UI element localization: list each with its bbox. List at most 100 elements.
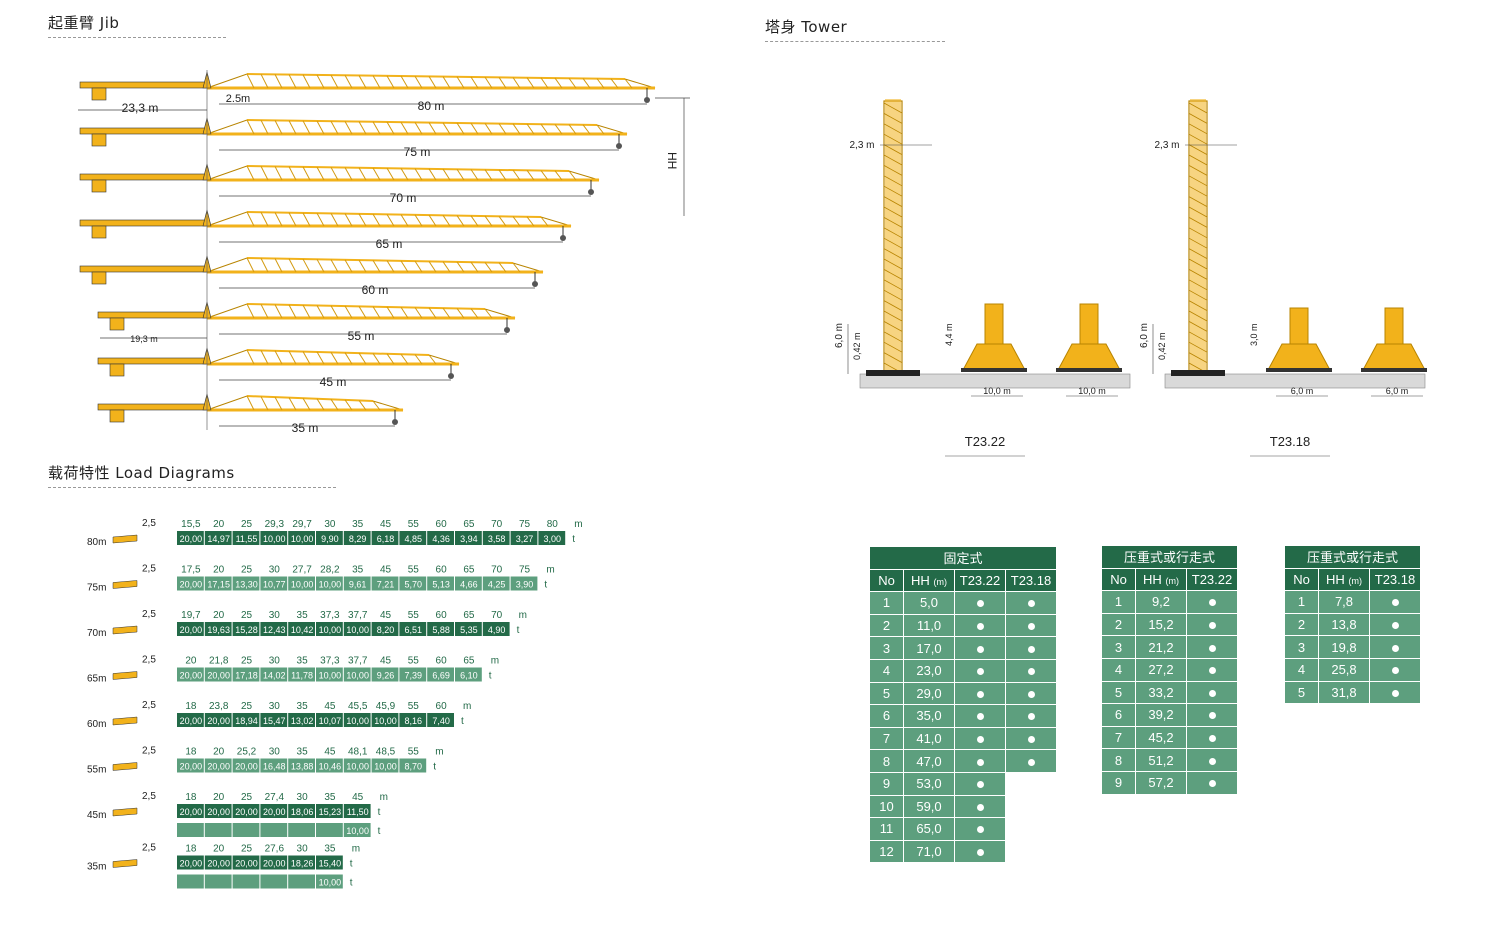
jib-7: 35 m [97,393,404,435]
radius-value: 23,8 [209,701,229,712]
radius-value: 70 [491,610,503,621]
available-dot-icon [976,803,984,811]
radius-value: 45,5 [348,701,368,712]
truss-lacing [246,395,255,411]
load-cell [482,622,510,636]
load-value: 7,21 [377,580,395,590]
col-t2318: T23.18 [1369,567,1421,592]
base-plate [961,368,1027,372]
truss-lacing [274,212,283,227]
start-radius: 2,5 [142,791,156,802]
counter-jib [79,219,208,227]
mast-lacing [883,217,903,228]
mast-lacing [1188,165,1208,176]
crane-icon [112,807,138,817]
truss-lacing [540,123,549,135]
table-cell: 3 [1101,635,1136,659]
mast-lacing [883,310,903,322]
load-value: 11,55 [236,534,258,544]
load-cell [288,758,315,773]
mast-lacing [1188,289,1208,301]
available-dot-icon [976,758,984,766]
radius-value: 20 [213,792,225,803]
load-value-2: 10,00 [319,878,342,888]
mast-lacing [883,175,903,187]
unit-m: m [352,844,360,855]
load-cell [399,622,427,636]
load-cell [343,667,371,682]
availability-cell [1186,590,1238,614]
availability-cell [1006,772,1057,795]
truss-lacing [400,75,409,89]
radius-value: 25 [241,519,253,530]
ballast-height-label: 3,0 m [1249,323,1259,346]
availability-cell [954,591,1006,615]
load-cell [204,758,232,773]
available-dot-icon [1391,667,1399,675]
truss-lacing [330,74,339,89]
col-hh: HH (m) [1135,567,1187,592]
col-hh: HH (m) [1318,567,1370,592]
jib-length-label: 35 m [292,421,319,435]
load-cell [204,855,232,870]
load-value: 4,36 [432,534,450,544]
radius-value: 55 [408,747,420,758]
radius-value: 45 [380,610,392,621]
truss-lacing [358,306,367,319]
truss-lacing [344,399,353,411]
anchor-label: 0,42 m [852,332,862,360]
radius-value: 25 [241,565,253,576]
availability-cell [954,636,1006,660]
load-value: 7,40 [432,716,450,726]
truss-lacing [428,168,437,181]
counterweight [91,225,107,239]
available-dot-icon [1027,736,1035,744]
crane-icon [112,762,138,771]
base-mast [1079,303,1099,345]
mast-lacing [883,258,903,270]
truss-lacing [358,75,367,89]
table-cell: 2 [1101,612,1136,637]
ground-slab [1164,373,1426,389]
load-value: 15,28 [235,625,258,635]
availability-cell [1186,725,1238,750]
radius-value: 75 [519,565,531,576]
availability-cell [1006,840,1057,863]
mast-foundation [1171,370,1225,376]
base-width-label: 10,0 m [1078,386,1106,396]
load-cell [343,622,371,636]
table-cell: 4 [1284,657,1319,682]
load-value: 20,00 [180,762,203,772]
load-cell [316,667,343,682]
radius-value: 37,7 [348,610,368,621]
load-cell [510,576,538,591]
radius-value: 80 [547,519,559,530]
jib-2: 70 m [79,163,600,205]
truss-lacing [554,124,563,135]
radius-value: 30 [269,701,281,712]
base-plate [1266,368,1332,372]
jib-length-label: 80 m [418,99,445,113]
truss-lacing [344,305,353,319]
counter-jib-label: 23,3 m [122,101,159,115]
load-value: 3,90 [516,580,534,590]
mast-lacing [1188,352,1208,363]
counterweight [109,363,125,377]
load-cell [204,713,232,727]
base-ballast [1267,343,1331,371]
counterweight [109,409,125,423]
counterweight [91,133,107,147]
load-cell [260,855,288,870]
truss-lacing [498,77,507,89]
availability-cell [1186,612,1238,637]
truss-lacing [400,121,409,135]
available-dot-icon [976,690,984,698]
load-cell [177,713,204,727]
truss-lacing [246,73,255,89]
